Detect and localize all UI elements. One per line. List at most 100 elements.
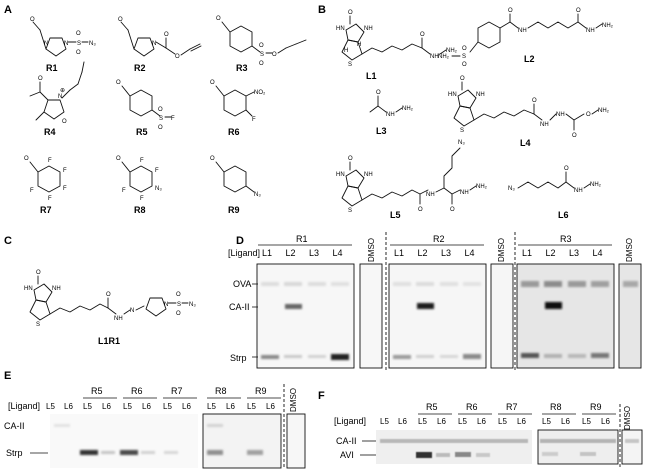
f-band-ca2: CA-II [336, 436, 357, 446]
d-dmso-1: DMSO [367, 238, 376, 262]
e-band-ca2: CA-II [4, 421, 25, 431]
svg-text:N₃: N₃ [89, 41, 96, 47]
f-band-avi: AVI [340, 450, 354, 460]
svg-text:F: F [122, 188, 126, 194]
e-lane-label: L6 [182, 402, 191, 411]
f-lane-label: L6 [561, 417, 570, 426]
svg-text:F: F [140, 196, 144, 202]
structure-l3: O NH NH₂ L3 [369, 90, 414, 136]
svg-text:O: O [62, 119, 67, 125]
svg-text:⊕: ⊕ [60, 88, 65, 94]
d-lane-label: L2 [286, 248, 296, 258]
svg-text:S: S [159, 116, 163, 122]
svg-text:NH₂: NH₂ [598, 108, 610, 114]
svg-text:NO₂: NO₂ [254, 90, 266, 96]
svg-text:NH₂: NH₂ [476, 184, 488, 190]
d-group-r2: R2 [433, 234, 445, 244]
svg-text:S: S [36, 322, 40, 328]
e-lane-label: L5 [207, 402, 216, 411]
label-r2: R2 [134, 63, 146, 73]
svg-text:NH: NH [114, 316, 123, 322]
label-r8: R8 [134, 205, 146, 215]
svg-text:N: N [130, 308, 134, 314]
panel-c-structure: O HN NH S O NH N N S O O N₃ L1R1 [24, 270, 196, 346]
svg-text:O: O [176, 311, 181, 317]
svg-text:NH: NH [556, 112, 565, 118]
svg-text:N: N [44, 41, 48, 47]
label-r9: R9 [228, 205, 240, 215]
d-band-ca2: CA-II [229, 302, 250, 312]
e-row-label: [Ligand] [8, 401, 40, 411]
e-lane-label: L5 [46, 402, 55, 411]
svg-text:HN: HN [24, 286, 33, 292]
svg-text:S: S [460, 128, 464, 134]
panel-b-structures: O HN NH H H S O NH NH₂ L1 S O O NH₂ O [336, 8, 614, 220]
e-lane-label: L6 [226, 402, 235, 411]
label-l6: L6 [558, 210, 569, 220]
svg-text:S: S [260, 52, 264, 58]
svg-text:N: N [164, 302, 168, 308]
d-lane-label: L4 [333, 248, 343, 258]
f-lane-label: L5 [418, 417, 427, 426]
e-lane-label: L6 [266, 402, 275, 411]
e-lane-label: L5 [123, 402, 132, 411]
svg-text:F: F [63, 186, 67, 192]
svg-text:O: O [586, 112, 591, 118]
svg-text:N₃: N₃ [254, 192, 261, 198]
f-group-label: R7 [506, 402, 518, 412]
svg-text:O: O [259, 43, 264, 49]
f-lane-label: L5 [380, 417, 389, 426]
svg-text:O: O [210, 80, 215, 86]
svg-text:O: O [450, 207, 455, 213]
d-group-r3: R3 [560, 234, 572, 244]
svg-text:O: O [420, 32, 425, 38]
label-r5: R5 [136, 127, 148, 137]
d-lane-label: L1 [262, 248, 272, 258]
svg-text:NH₂: NH₂ [438, 54, 450, 60]
svg-text:NH: NH [476, 92, 485, 98]
structure-l1: O HN NH H H S O NH NH₂ L1 [336, 10, 458, 81]
svg-text:F: F [63, 168, 67, 174]
d-lane-label: L1 [522, 248, 532, 258]
e-band-strp: Strp [6, 448, 23, 458]
svg-text:O: O [572, 133, 577, 139]
svg-text:N₃: N₃ [189, 302, 196, 308]
structure-l5: O HN NH S O NH N₃ O NH NH₂ L5 [336, 140, 488, 220]
f-group-label: R9 [590, 402, 602, 412]
structure-r3: O S O O O R3 [216, 16, 307, 73]
d-band-strp: Strp [230, 353, 247, 363]
f-lane-label: L6 [517, 417, 526, 426]
structure-r7: O F F F F F R7 [24, 156, 67, 215]
svg-text:S: S [177, 302, 181, 308]
svg-text:O: O [106, 292, 111, 298]
d-lane-label: L4 [465, 248, 475, 258]
svg-text:NH: NH [540, 122, 549, 128]
svg-text:NH: NH [518, 28, 527, 34]
e-group-label: R6 [131, 386, 143, 396]
svg-text:O: O [176, 292, 181, 298]
f-lane-label: L5 [582, 417, 591, 426]
panel-f-letter: F [318, 390, 325, 402]
svg-text:NH₂: NH₂ [402, 106, 414, 112]
f-lane-label: L6 [477, 417, 486, 426]
svg-text:O: O [158, 125, 163, 131]
f-lane-label: L6 [437, 417, 446, 426]
d-dmso-3: DMSO [625, 238, 634, 262]
svg-text:O: O [30, 17, 35, 23]
svg-text:F: F [48, 158, 52, 164]
svg-text:O: O [564, 166, 569, 172]
svg-text:H: H [357, 42, 361, 48]
structure-r4: O N ⊕ O R4 [29, 61, 85, 137]
d-lane-label: L3 [309, 248, 319, 258]
svg-text:NH: NH [430, 54, 439, 60]
f-lane-label: L5 [542, 417, 551, 426]
svg-text:O: O [116, 80, 121, 86]
svg-text:O: O [348, 156, 353, 162]
e-group-label: R8 [215, 386, 227, 396]
svg-text:NH₂: NH₂ [590, 182, 602, 188]
svg-text:NH: NH [426, 192, 435, 198]
svg-text:O: O [24, 156, 29, 162]
svg-text:N₃: N₃ [508, 186, 515, 192]
